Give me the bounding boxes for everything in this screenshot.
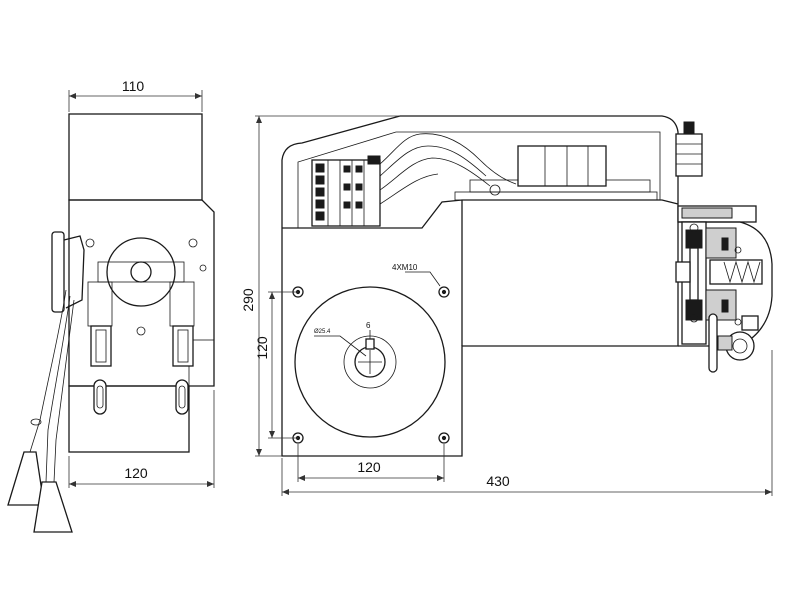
dim-front-inner-height: 120 bbox=[254, 336, 270, 360]
side-motor-block bbox=[68, 113, 203, 201]
side-lower-panel bbox=[68, 385, 190, 453]
side-gear-housing bbox=[68, 199, 215, 387]
mounting-holes bbox=[292, 271, 450, 444]
dim-side-bottom-width: 120 bbox=[124, 465, 148, 481]
cable-gland bbox=[675, 133, 703, 177]
key-width-callout: 6 bbox=[366, 321, 371, 330]
dim-front-bottom-width: 120 bbox=[357, 459, 381, 475]
front-view bbox=[281, 115, 773, 457]
pendant-right bbox=[33, 481, 73, 533]
capacitor-box bbox=[517, 145, 607, 187]
dim-side-top-width: 110 bbox=[122, 78, 145, 94]
pendant-left bbox=[7, 451, 45, 506]
release-lever bbox=[708, 313, 718, 373]
dim-front-total-width: 430 bbox=[486, 473, 510, 489]
side-view bbox=[7, 113, 215, 533]
side-dimensions bbox=[68, 90, 215, 488]
side-roller-right bbox=[172, 325, 194, 367]
dim-front-height: 290 bbox=[240, 288, 256, 312]
bolt-hole-callout: 4XM10 bbox=[392, 263, 418, 272]
side-roller-left bbox=[90, 325, 112, 367]
front-housing bbox=[281, 115, 679, 457]
side-handle bbox=[51, 231, 65, 313]
front-dimensions bbox=[255, 115, 773, 496]
terminal-block bbox=[311, 155, 381, 227]
shaft-diameter-callout: Ø25.4 bbox=[314, 329, 331, 335]
brake-assembly bbox=[675, 205, 773, 373]
